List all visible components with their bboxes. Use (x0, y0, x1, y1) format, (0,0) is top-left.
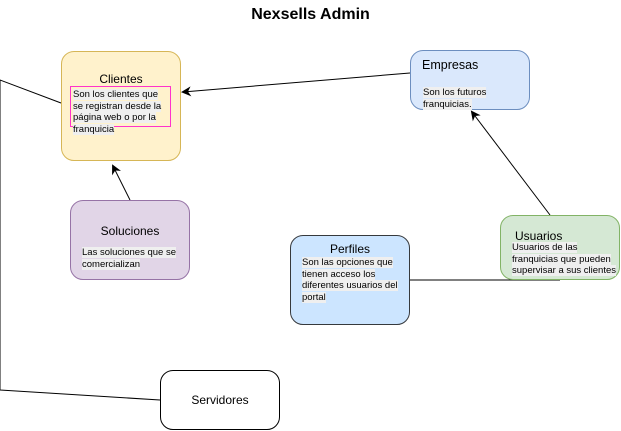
node-clientes-label: Clientes (99, 72, 143, 86)
node-empresas-description: Son los futuros franquicias. (423, 87, 487, 110)
node-servidores[interactable]: Servidores (160, 370, 280, 430)
node-clientes-description[interactable]: Son los clientes que se registran desde … (70, 86, 171, 135)
node-soluciones-label: Soluciones (100, 224, 160, 238)
edge-usuarios-to-empresas[interactable] (470, 110, 551, 216)
node-usuarios-description: Usuarios de las franquicias que pueden s… (512, 242, 617, 276)
node-usuarios-label: Usuarios (515, 229, 563, 243)
node-soluciones-description: Las soluciones que se comercializan (82, 247, 177, 270)
node-usuarios[interactable]: Usuarios Usuarios de las franquicias que… (500, 215, 620, 280)
node-servidores-label: Servidores (191, 393, 249, 407)
edge-soluciones-to-clientes[interactable] (112, 164, 131, 201)
node-perfiles-description: Son las opciones que tienen acceso los d… (302, 257, 398, 303)
node-soluciones[interactable]: Soluciones Las soluciones que se comerci… (70, 200, 190, 280)
node-perfiles-label: Perfiles (329, 242, 370, 256)
node-empresas-label: Empresas (422, 58, 479, 72)
diagram-title: Nexsells Admin (251, 6, 370, 23)
node-perfiles[interactable]: Perfiles Son las opciones que tienen acc… (290, 235, 410, 325)
node-clientes[interactable]: Clientes Son los clientes que se registr… (61, 51, 181, 161)
node-empresas[interactable]: Empresas Son los futuros franquicias. (410, 50, 530, 110)
edge-empresas-to-clientes[interactable] (181, 72, 411, 97)
